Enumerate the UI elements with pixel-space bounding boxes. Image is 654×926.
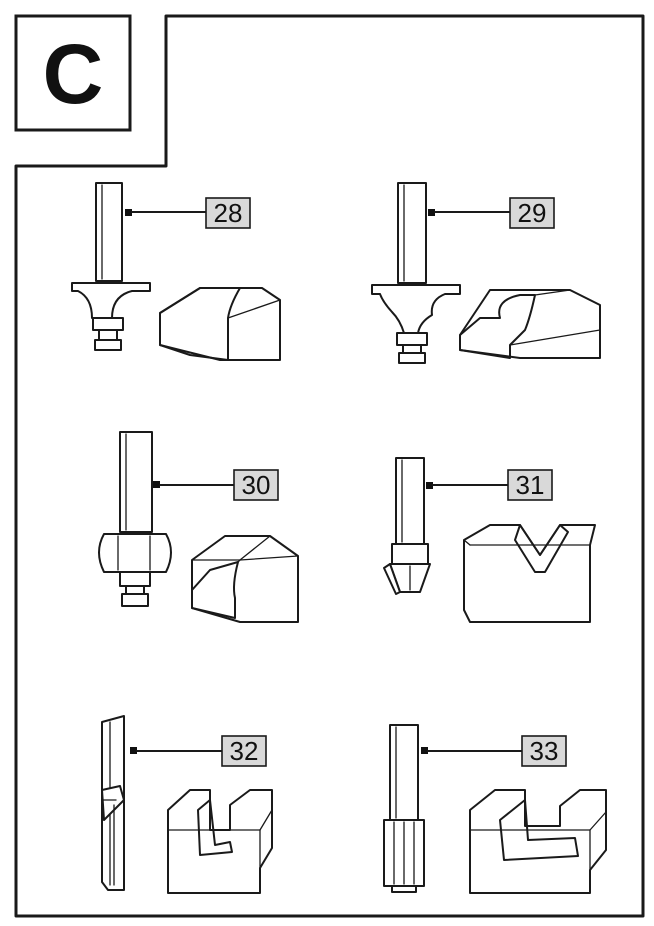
workpiece-profile-29	[459, 289, 601, 359]
callout-29: 29	[434, 197, 555, 229]
section-letter-box	[14, 14, 132, 132]
router-bit-29	[371, 182, 461, 364]
callout-33: 33	[427, 735, 567, 767]
section-letter: C	[43, 27, 104, 121]
callout-28-number: 28	[214, 198, 243, 228]
router-bit-32	[101, 715, 137, 891]
callout-32-number: 32	[230, 736, 259, 766]
workpiece-profile-33	[469, 789, 607, 894]
workpiece-profile-28	[159, 287, 281, 361]
callout-29-number: 29	[518, 198, 547, 228]
workpiece-profile-31	[463, 524, 596, 623]
workpiece-profile-32	[167, 789, 273, 894]
callout-30: 30	[159, 469, 279, 501]
callout-32: 32	[136, 735, 267, 767]
router-bit-30	[98, 431, 172, 607]
router-bit-31	[383, 457, 433, 595]
callout-33-number: 33	[530, 736, 559, 766]
callout-31: 31	[432, 469, 553, 501]
router-bit-33	[383, 724, 428, 893]
callout-30-number: 30	[242, 470, 271, 500]
workpiece-profile-30	[191, 535, 299, 623]
outer-frame	[14, 14, 645, 918]
callout-28: 28	[131, 197, 251, 229]
callout-31-number: 31	[516, 470, 545, 500]
router-bit-28	[71, 182, 151, 351]
